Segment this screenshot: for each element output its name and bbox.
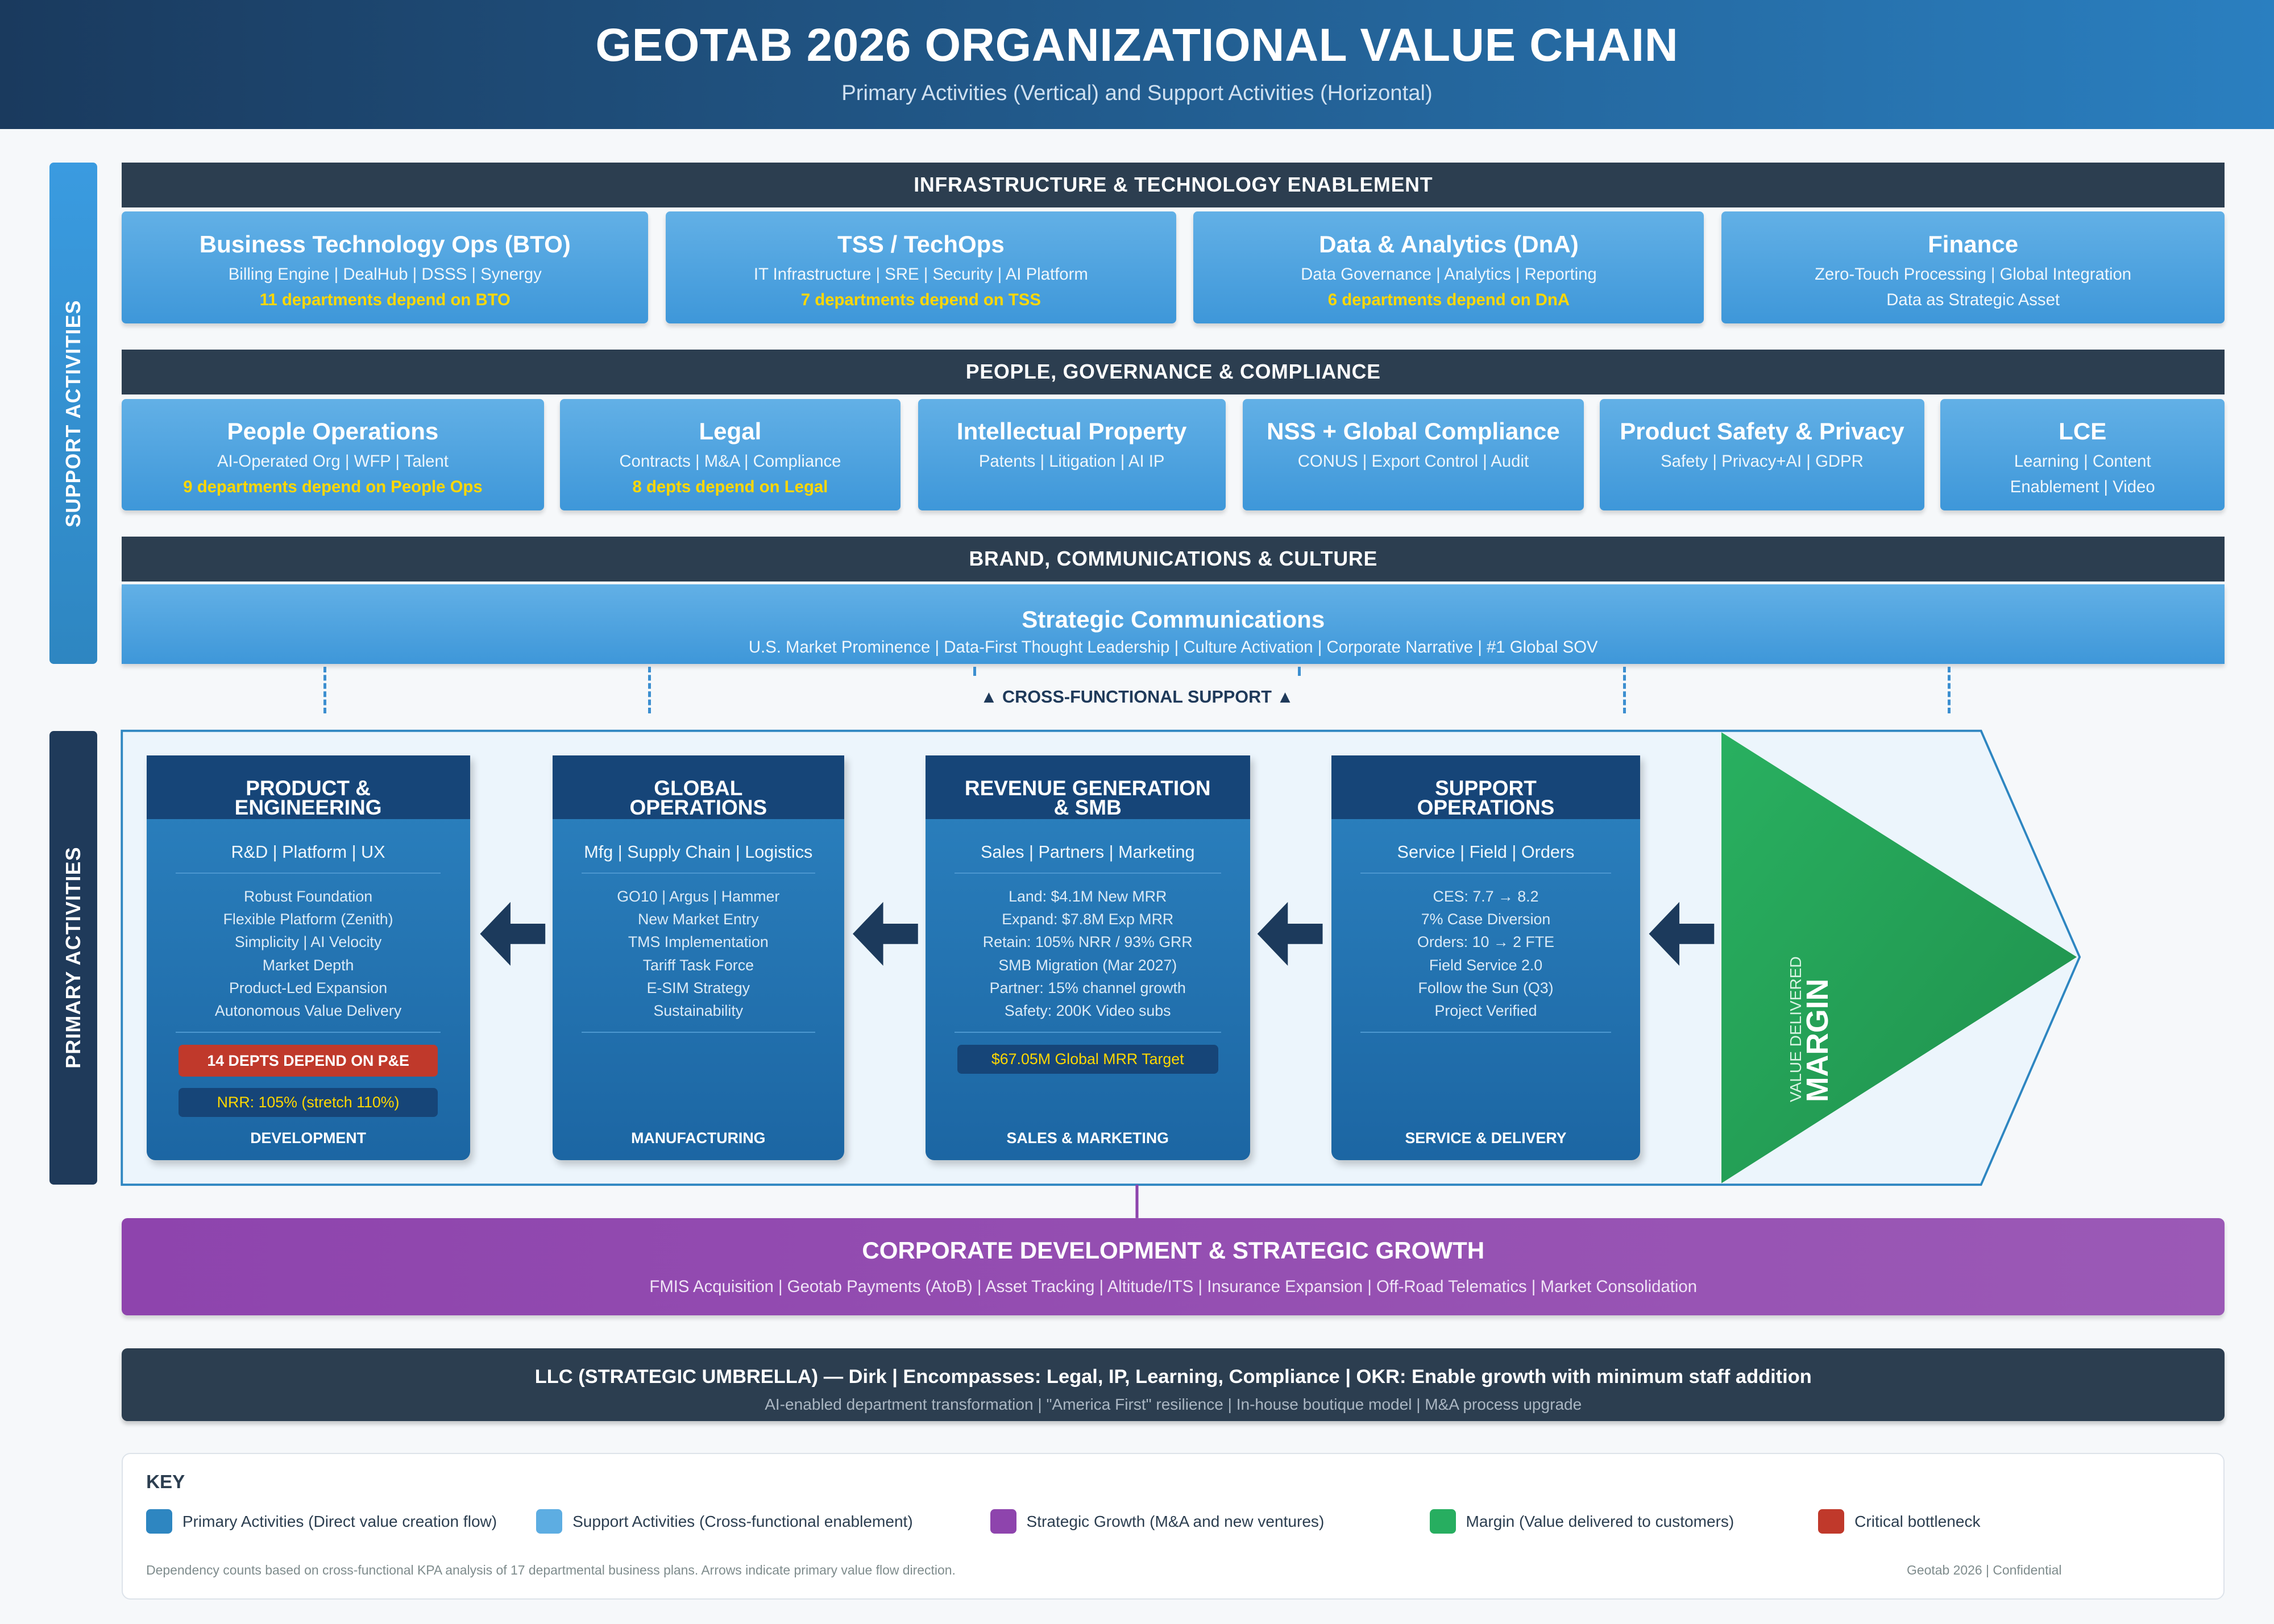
legend: KEY Primary Activities (Direct value cre… — [122, 1453, 2225, 1600]
support-connector — [1947, 667, 1951, 714]
infra-card: Business Technology Ops (BTO)Billing Eng… — [122, 211, 649, 323]
activity-item: Simplicity | AI Velocity — [234, 933, 382, 951]
page-title: GEOTAB 2026 ORGANIZATIONAL VALUE CHAIN — [595, 19, 1679, 72]
dependency-count: 9 departments depend on People Ops — [183, 477, 483, 496]
infra-header: INFRASTRUCTURE & TECHNOLOGY ENABLEMENT — [122, 162, 2225, 207]
legend-item: Strategic Growth (M&A and new ventures) — [990, 1509, 1324, 1534]
activity-item: Robust Foundation — [243, 888, 373, 906]
infra-card: Data & Analytics (DnA)Data Governance | … — [1193, 211, 1704, 323]
activity-item: Land: $4.1M New MRR — [1009, 888, 1167, 906]
primary-activities-label: PRIMARY ACTIVITIES — [49, 730, 97, 1185]
flow-arrow-icon — [480, 902, 546, 966]
legend-swatch-icon — [1429, 1509, 1456, 1534]
activity-item: Flexible Platform (Zenith) — [223, 911, 393, 928]
activity-item: Safety: 200K Video subs — [1004, 1002, 1171, 1019]
activity-item: Follow the Sun (Q3) — [1418, 979, 1554, 996]
legend-swatch-icon — [146, 1509, 172, 1534]
brand-header: BRAND, COMMUNICATIONS & CULTURE — [122, 536, 2225, 582]
activity-item: Partner: 15% channel growth — [989, 979, 1186, 996]
activity-item: GO10 | Argus | Hammer — [617, 888, 780, 906]
activity-item: E-SIM Strategy — [646, 979, 750, 996]
margin-label: VALUE DELIVERED MARGIN — [1786, 956, 1835, 1102]
support-connector — [1298, 667, 1301, 676]
primary-activity-card: REVENUE GENERATION& SMB Sales | Partners… — [925, 755, 1250, 1160]
activity-item: 7% Case Diversion — [1421, 911, 1551, 928]
activity-item: Orders: 10 → 2 FTE — [1417, 933, 1554, 951]
legend-swatch-icon — [1818, 1509, 1845, 1534]
legend-swatch-icon — [990, 1509, 1016, 1534]
activity-item: Sustainability — [653, 1002, 744, 1019]
activity-item: Tariff Task Force — [642, 956, 754, 974]
activity-item: New Market Entry — [637, 911, 759, 928]
flow-arrow-icon — [852, 902, 918, 966]
metric-badge: NRR: 105% (stretch 110%) — [178, 1088, 438, 1118]
activity-item: Autonomous Value Delivery — [214, 1002, 402, 1019]
activity-item: Field Service 2.0 — [1429, 956, 1543, 974]
corporate-development-banner: CORPORATE DEVELOPMENT & STRATEGIC GROWTH… — [122, 1218, 2225, 1315]
activity-item: Expand: $7.8M Exp MRR — [1002, 911, 1174, 928]
llc-banner: LLC (STRATEGIC UMBRELLA) — Dirk | Encomp… — [122, 1348, 2225, 1421]
activity-item: Market Depth — [262, 956, 354, 974]
cross-functional-label: ▲ CROSS-FUNCTIONAL SUPPORT ▲ — [980, 687, 1294, 707]
support-connector — [973, 667, 976, 676]
activity-item: TMS Implementation — [628, 933, 769, 951]
legend-item: Primary Activities (Direct value creatio… — [146, 1509, 497, 1534]
margin-triangle — [1721, 732, 2077, 1183]
activity-item: Project Verified — [1434, 1002, 1537, 1019]
strategic-communications-card: Strategic Communications U.S. Market Pro… — [122, 584, 2225, 664]
support-activities-label: SUPPORT ACTIVITIES — [49, 162, 97, 664]
legend-item: Critical bottleneck — [1818, 1509, 1981, 1534]
dependency-count: 11 departments depend on BTO — [259, 290, 511, 309]
legend-item: Support Activities (Cross-functional ena… — [536, 1509, 913, 1534]
legend-swatch-icon — [536, 1509, 563, 1534]
support-connector — [1622, 667, 1626, 714]
metric-badge: $67.05M Global MRR Target — [957, 1044, 1218, 1074]
legend-item: Margin (Value delivered to customers) — [1429, 1509, 1734, 1534]
activity-item: Retain: 105% NRR / 93% GRR — [982, 933, 1193, 951]
dependency-count: 8 depts depend on Legal — [632, 477, 828, 496]
page-header: GEOTAB 2026 ORGANIZATIONAL VALUE CHAIN P… — [0, 0, 2274, 130]
support-connector — [648, 667, 652, 714]
people-header: PEOPLE, GOVERNANCE & COMPLIANCE — [122, 349, 2225, 394]
activity-item: CES: 7.7 → 8.2 — [1433, 888, 1539, 906]
dependency-count: 7 departments depend on TSS — [800, 290, 1041, 309]
flow-arrow-icon — [1257, 902, 1323, 966]
primary-activity-card: PRODUCT &ENGINEERING R&D | Platform | UX… — [146, 755, 470, 1160]
activity-item: SMB Migration (Mar 2027) — [998, 956, 1177, 974]
support-connector — [323, 667, 326, 714]
dependency-count: 6 departments depend on DnA — [1327, 290, 1570, 309]
activity-item: Product-Led Expansion — [229, 979, 388, 996]
critical-badge: 14 DEPTS DEPEND ON P&E — [178, 1044, 438, 1077]
page-subtitle: Primary Activities (Vertical) and Suppor… — [841, 81, 1433, 106]
flow-arrow-icon — [1649, 902, 1715, 966]
